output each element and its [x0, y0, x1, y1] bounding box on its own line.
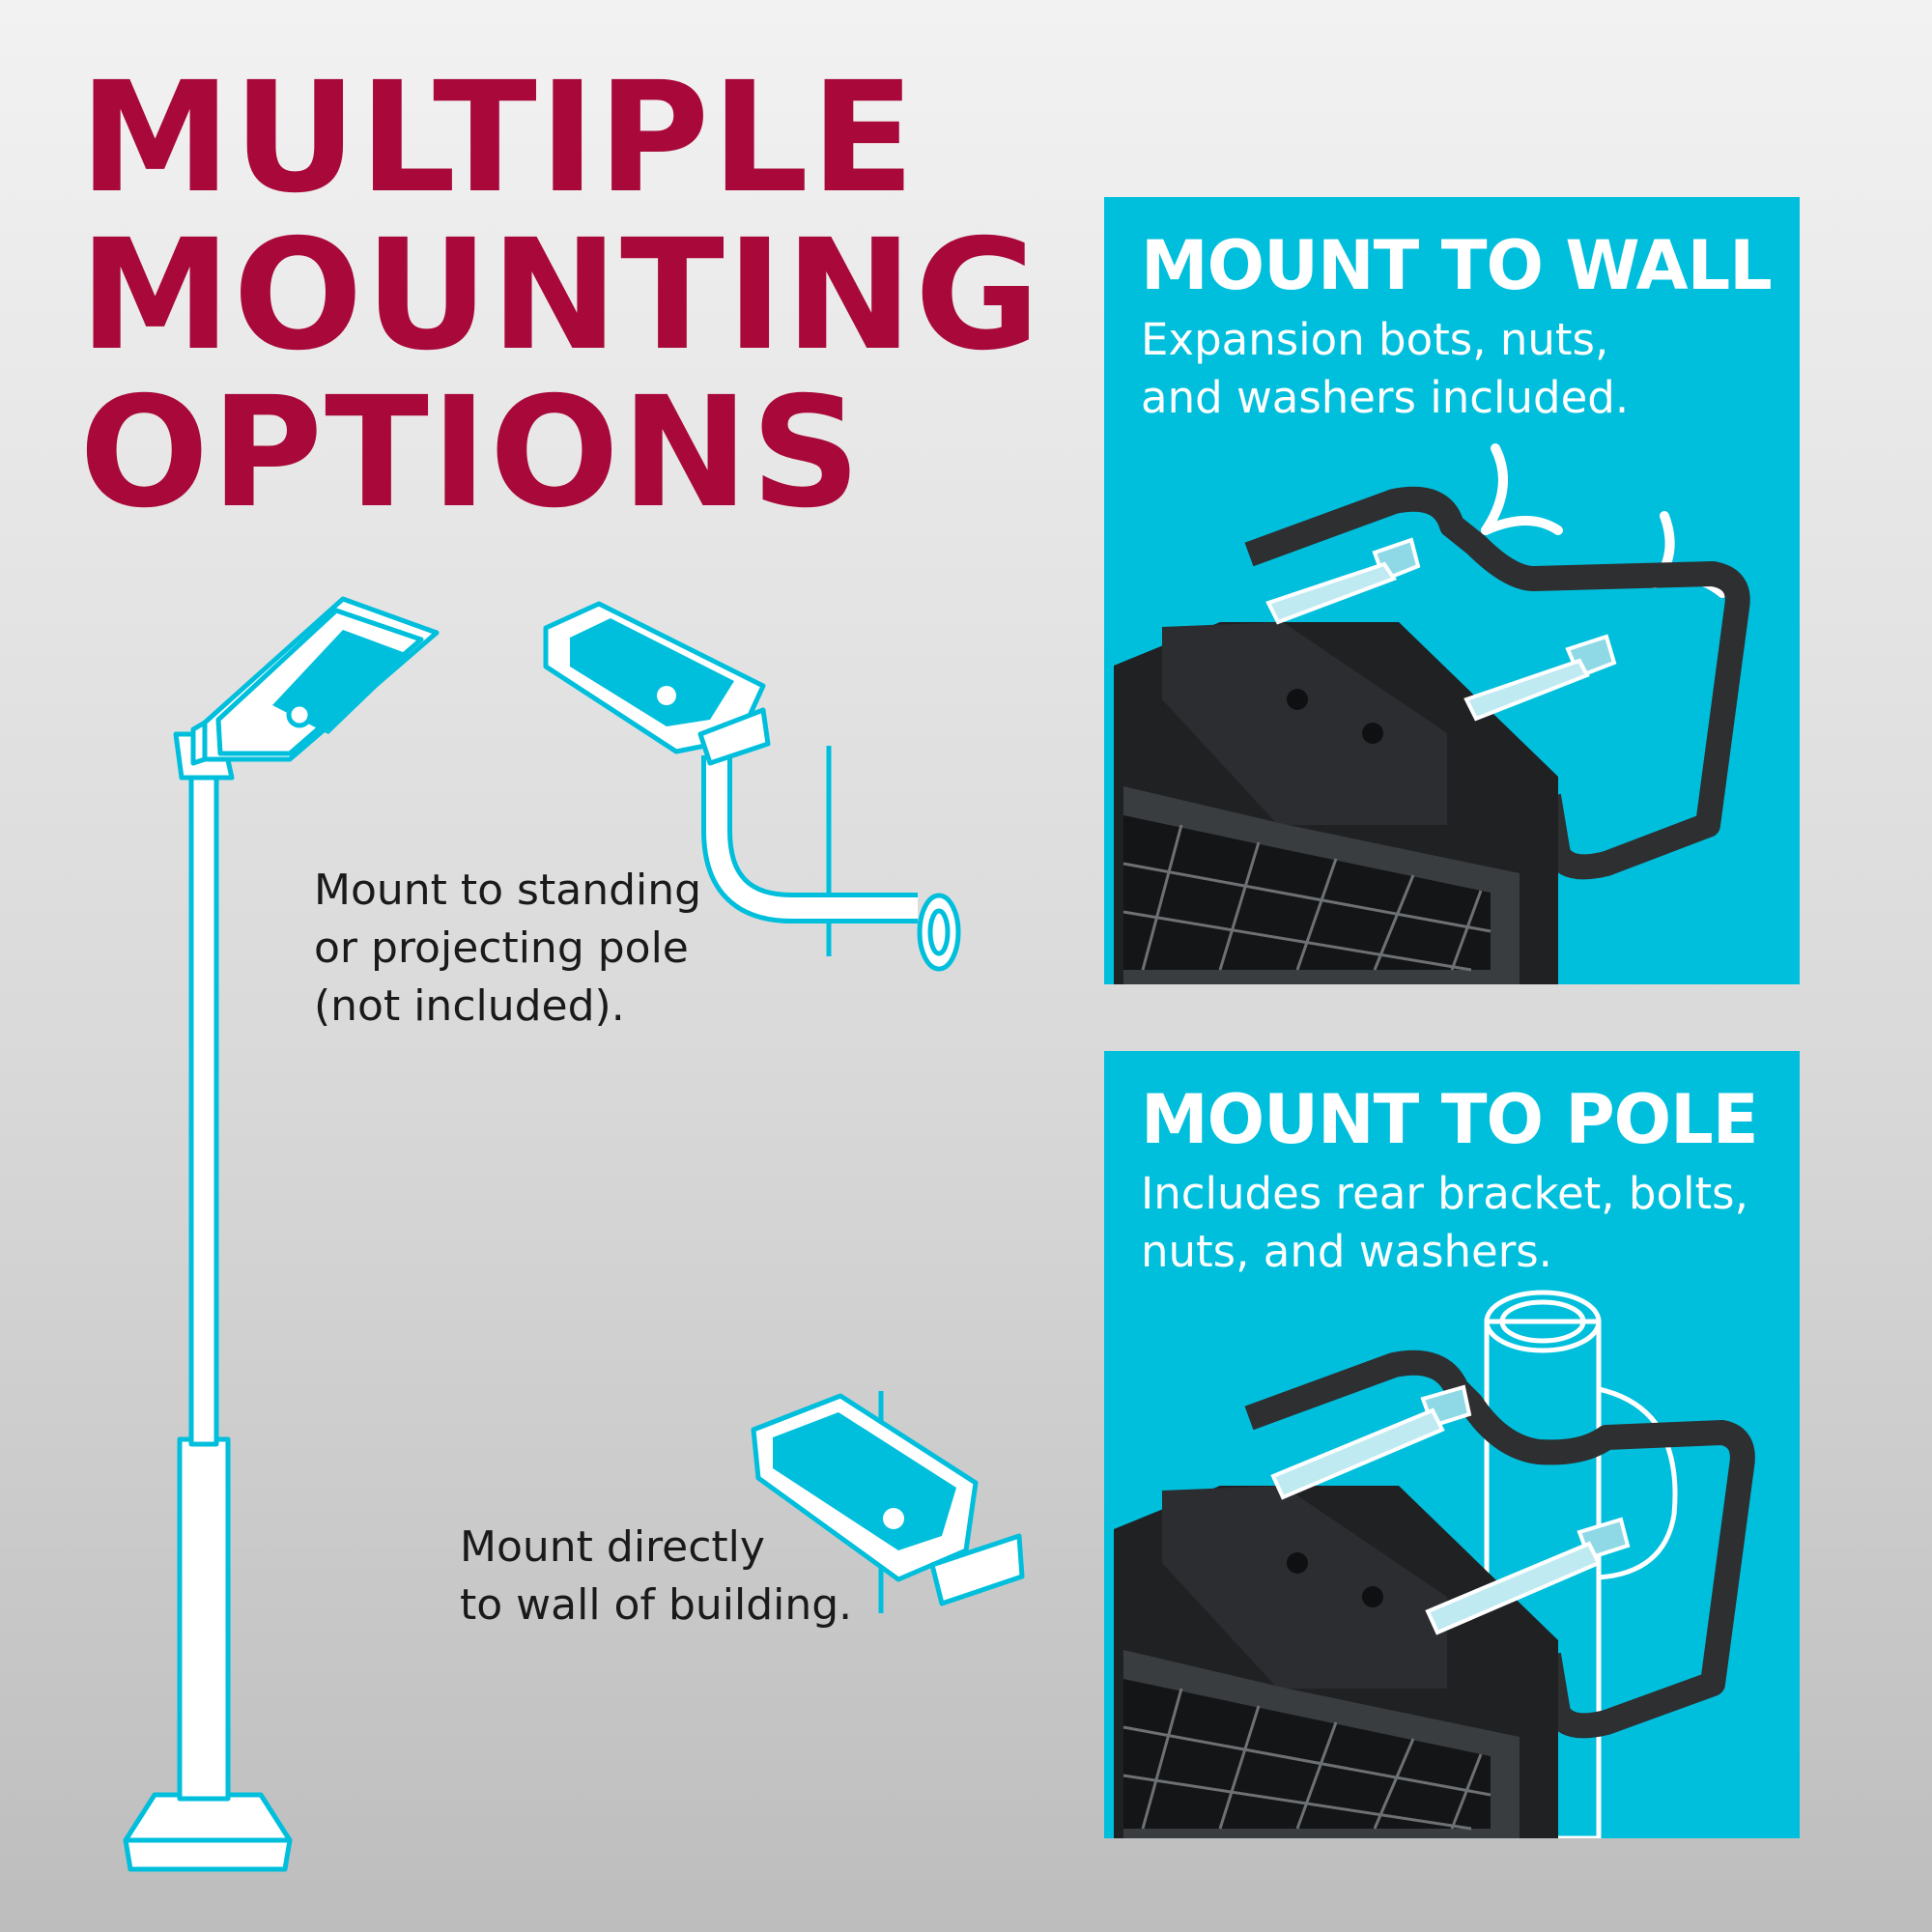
wall-caption-line-1: Mount directly	[460, 1522, 765, 1572]
mount-to-pole-panel: MOUNT TO POLE Includes rear bracket, bol…	[1104, 1051, 1800, 1838]
wall-mounted-light-icon	[751, 1391, 1025, 1613]
pole-mount-caption: Mount to standing or projecting pole (no…	[314, 862, 701, 1036]
wall-desc-line-1: Expansion bots, nuts,	[1141, 314, 1609, 365]
mount-to-pole-description: Includes rear bracket, bolts, nuts, and …	[1141, 1165, 1748, 1281]
pole-bracket-illustration	[1114, 1290, 1755, 1838]
standing-pole-light-icon	[123, 596, 440, 1872]
mount-to-wall-title: MOUNT TO WALL	[1141, 226, 1773, 305]
mount-to-wall-description: Expansion bots, nuts, and washers includ…	[1141, 311, 1629, 427]
projecting-pole-light-icon	[543, 601, 961, 972]
wall-desc-line-2: and washers included.	[1141, 372, 1630, 423]
pole-caption-line-3: (not included).	[314, 981, 625, 1031]
wall-mount-caption: Mount directly to wall of building.	[460, 1519, 852, 1634]
light-illustrations	[123, 596, 1025, 1872]
headline-line-1: MULTIPLE	[79, 49, 918, 227]
pole-desc-line-1: Includes rear bracket, bolts,	[1141, 1168, 1748, 1219]
mount-to-pole-title: MOUNT TO POLE	[1141, 1080, 1759, 1159]
pole-desc-line-2: nuts, and washers.	[1141, 1226, 1552, 1277]
headline-line-2: MOUNTING	[79, 207, 1042, 384]
headline-line-3: OPTIONS	[79, 364, 864, 542]
wall-bracket-illustration	[1114, 443, 1750, 984]
pole-caption-line-1: Mount to standing	[314, 866, 702, 915]
headline: MULTIPLE MOUNTING OPTIONS	[79, 60, 1042, 532]
pole-caption-line-2: or projecting pole	[314, 923, 689, 973]
mount-to-wall-panel: MOUNT TO WALL Expansion bots, nuts, and …	[1104, 197, 1800, 984]
wall-caption-line-2: to wall of building.	[460, 1580, 853, 1630]
